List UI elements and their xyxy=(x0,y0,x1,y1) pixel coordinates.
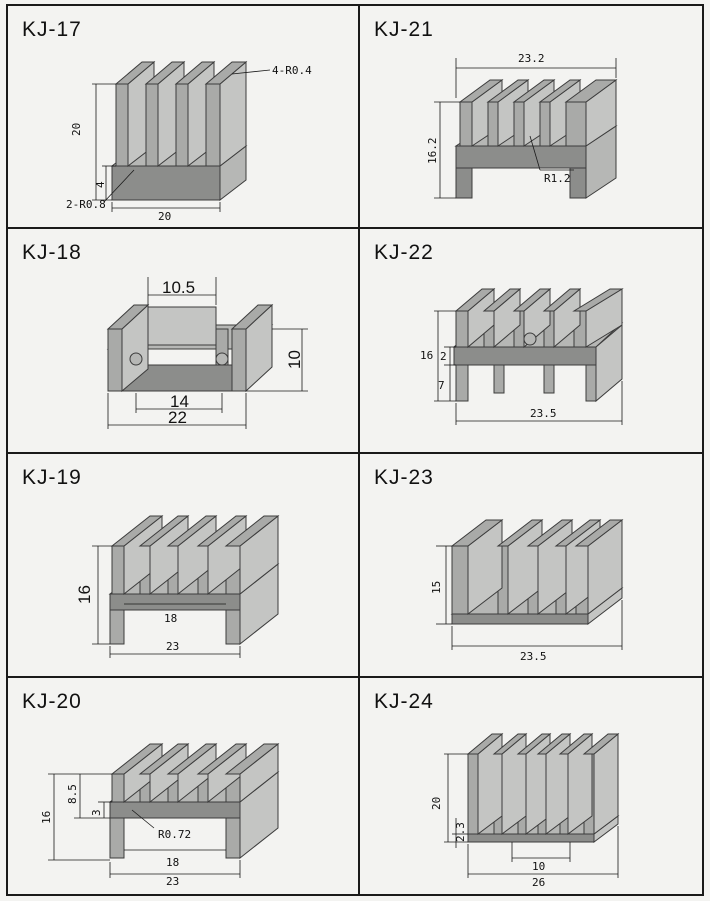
dim-gap: 2 xyxy=(440,350,447,363)
panel-kj-19: KJ-19 xyxy=(8,454,358,676)
panel-kj-21: KJ-21 xyxy=(360,6,702,227)
dim-width: 23.5 xyxy=(520,650,547,663)
dim-height: 20 xyxy=(70,123,83,136)
dim-width: 23.2 xyxy=(518,52,545,65)
dim-width: 23 xyxy=(166,875,179,888)
dim-width: 20 xyxy=(158,210,171,223)
dim-width: 22 xyxy=(168,408,187,427)
dim-upper: 8.5 xyxy=(66,784,79,804)
dim-inner: 18 xyxy=(164,612,177,625)
grid-divider-row3 xyxy=(8,676,702,678)
grid-divider-row1 xyxy=(8,227,702,229)
dim-radius: R1.2 xyxy=(544,172,571,185)
dim-top: 10.5 xyxy=(162,278,195,297)
dim-width: 23 xyxy=(166,640,179,653)
panel-title: KJ-19 xyxy=(22,466,82,489)
dim-width: 26 xyxy=(532,876,545,889)
panel-kj-23: KJ-23 15 23.5 xyxy=(360,454,702,676)
dim-radius: R0.72 xyxy=(158,828,191,841)
dim-base: 4 xyxy=(94,181,107,188)
heatsink-drawing-kj-24: 20 2.3 10 26 xyxy=(430,732,620,889)
dim-width: 23.5 xyxy=(530,407,557,420)
heatsink-drawing-kj-21: 23.2 16.2 R1.2 xyxy=(426,52,618,199)
panel-kj-20: KJ-20 xyxy=(8,678,358,894)
dim-inner: 10 xyxy=(532,860,545,873)
dim-radius-bottom: 2-R0.8 xyxy=(66,198,106,211)
panel-title: KJ-18 xyxy=(22,241,82,264)
panel-title: KJ-20 xyxy=(22,690,82,713)
grid-divider-vertical xyxy=(358,6,360,894)
heatsink-drawing-kj-22: 16 2 7 23.5 xyxy=(420,287,624,425)
heatsink-drawing-kj-19: 16 18 23 xyxy=(75,514,280,658)
dim-height: 10 xyxy=(285,350,304,369)
dim-inner: 14 xyxy=(170,392,189,411)
panel-title: KJ-24 xyxy=(374,690,434,713)
panel-title: KJ-23 xyxy=(374,466,434,489)
dim-height: 16.2 xyxy=(426,138,439,165)
grid-divider-row2 xyxy=(8,452,702,454)
panel-kj-18: KJ-18 10.5 xyxy=(8,229,358,452)
dim-height: 15 xyxy=(430,581,443,594)
heatsink-drawing-kj-23: 15 23.5 xyxy=(430,518,624,663)
dim-lower: 7 xyxy=(438,379,445,392)
panel-title: KJ-17 xyxy=(22,18,82,41)
dim-height: 16 xyxy=(420,349,433,362)
panel-title: KJ-21 xyxy=(374,18,434,41)
catalog-grid: KJ-17 xyxy=(6,4,704,896)
dim-inner: 18 xyxy=(166,856,179,869)
heatsink-drawing-kj-20: 16 8.5 3 18 23 R0.72 xyxy=(40,742,280,888)
dim-base: 2.3 xyxy=(454,822,467,842)
dim-gap: 3 xyxy=(90,809,103,816)
panel-title: KJ-22 xyxy=(374,241,434,264)
panel-kj-24: KJ-24 xyxy=(360,678,702,894)
dim-height: 16 xyxy=(75,585,94,604)
panel-kj-22: KJ-22 xyxy=(360,229,702,452)
dim-height: 20 xyxy=(430,797,443,810)
heatsink-drawing-kj-18: 10.5 10 14 22 xyxy=(106,277,308,429)
dim-radius-top: 4-R0.4 xyxy=(272,64,312,77)
panel-kj-17: KJ-17 xyxy=(8,6,358,227)
dim-height: 16 xyxy=(40,811,53,824)
heatsink-drawing-kj-17: 20 4 20 4-R0.4 2-R0.8 xyxy=(66,60,312,223)
